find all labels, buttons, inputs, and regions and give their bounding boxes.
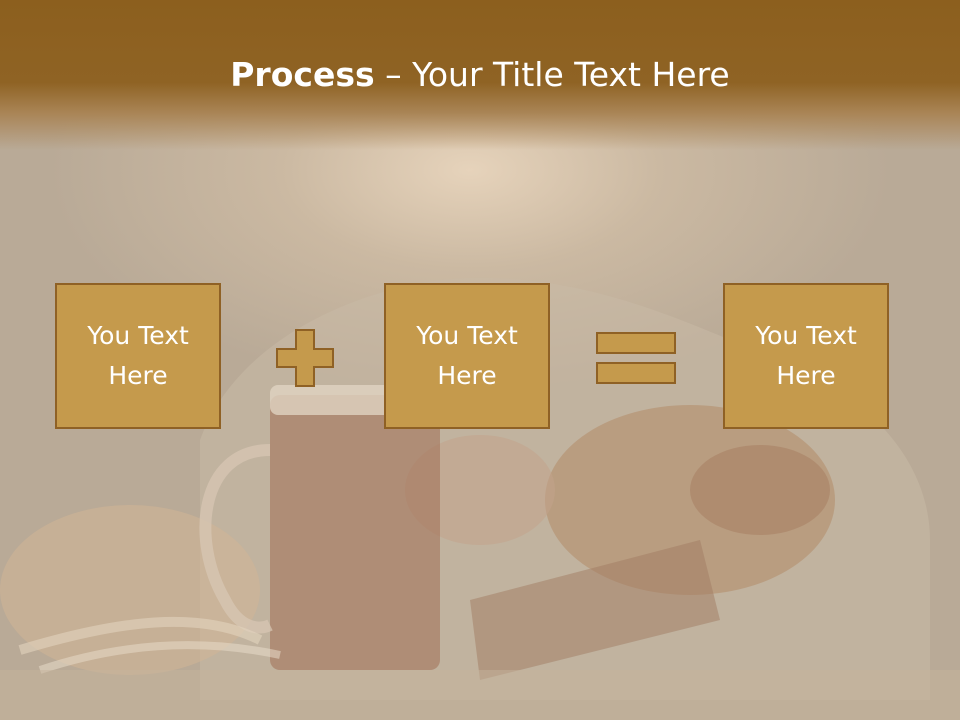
title-bar [0,0,960,150]
equals-icon [596,332,676,384]
process-box-2[interactable]: You Text Here [384,283,550,429]
title-text: Your Title Text Here [412,55,730,94]
process-box-3[interactable]: You Text Here [723,283,889,429]
title-bold: Process [230,55,375,94]
process-box-1[interactable]: You Text Here [55,283,221,429]
process-box-3-label: You Text Here [755,321,857,390]
process-box-2-label: You Text Here [416,321,518,390]
slide-title[interactable]: Process – Your Title Text Here [0,55,960,95]
process-box-1-label: You Text Here [87,321,189,390]
title-separator: – [374,55,413,94]
plus-icon [276,329,334,387]
